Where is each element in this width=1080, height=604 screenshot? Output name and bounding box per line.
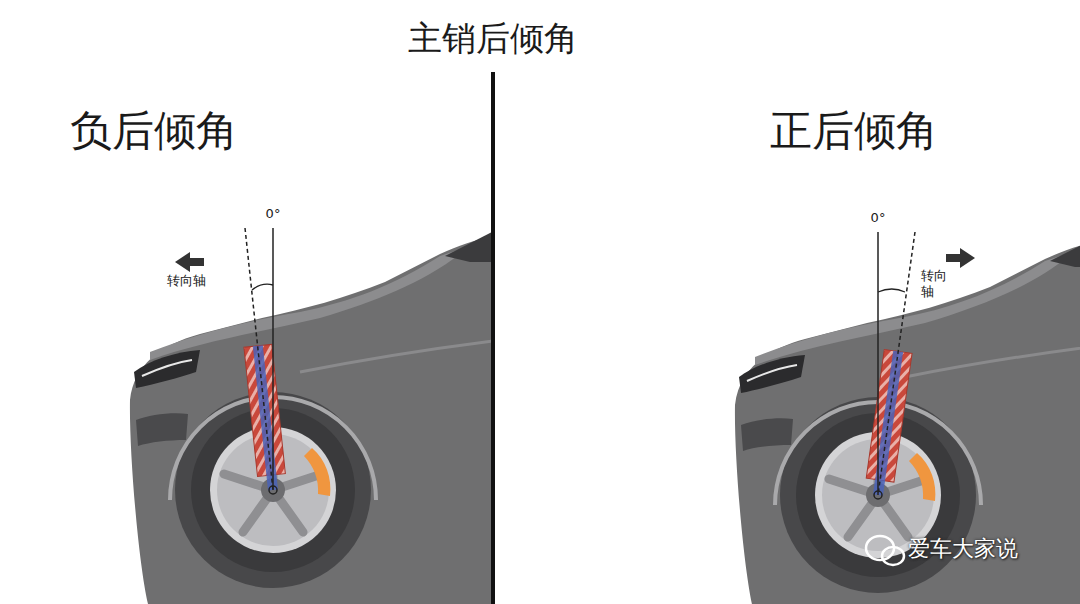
panel-heading: 负后倾角 [70,106,238,156]
axis-right [874,232,975,499]
angle-label: 0° [871,210,886,226]
panel-heading: 正后倾角 [770,106,938,156]
angle-label: 0° [266,206,281,222]
car-right [735,233,1080,604]
watermark-icon [866,536,904,565]
title: 主销后倾角 [400,14,586,64]
divider [491,72,495,604]
axis-label: 转向轴 [920,268,950,299]
car-left [130,228,491,604]
axis-left [175,228,277,494]
watermark: 爱车大家说 [908,536,1018,562]
axis-label: 转向轴 [166,273,207,289]
